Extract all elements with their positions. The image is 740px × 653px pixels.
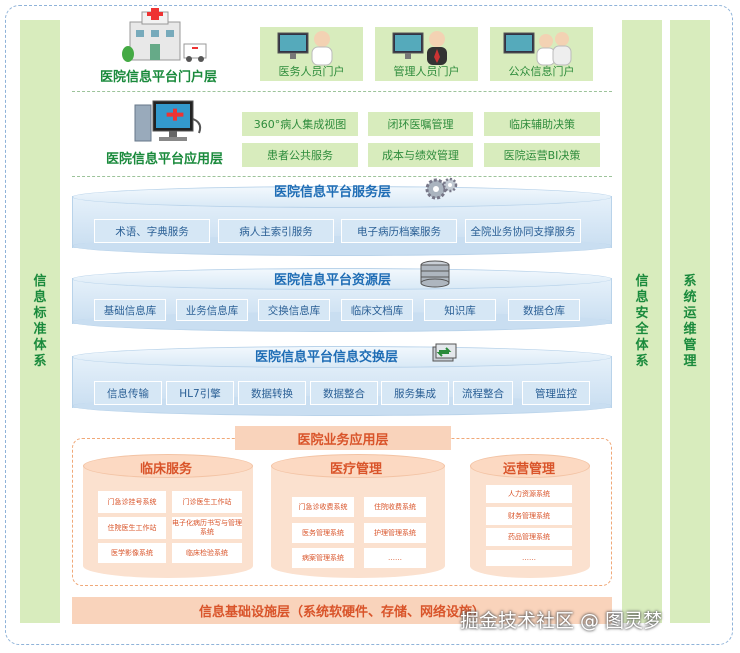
app-item-order-management: 闭环医嘱管理 (368, 112, 473, 136)
medical-item-nursing: 护理管理系统 (364, 523, 426, 543)
app-item-clinical-decision: 临床辅助决策 (484, 112, 600, 136)
service-layer-title: 医院信息平台服务层 (274, 185, 392, 200)
business-layer-title: 医院业务应用层 (235, 426, 451, 450)
resource-item-clinical-docs: 临床文档库 (341, 299, 413, 321)
service-item-patient-index: 病人主索引服务 (218, 219, 334, 243)
exchange-item-hl7-engine: HL7引擎 (166, 381, 234, 405)
security-label: 信息安全体系 (635, 273, 649, 369)
public-users-icon (503, 32, 572, 66)
medical-item-outpatient-billing: 门急诊收费系统 (292, 497, 354, 517)
clinical-item-emr-writing: 电子化病历书写与管理系统 (172, 517, 242, 539)
exchange-layer-title: 医院信息平台信息交换层 (255, 350, 399, 365)
hospital-icon (122, 8, 212, 64)
standards-label: 信息标准体系 (33, 273, 47, 369)
portal-label-public: 公众信息门户 (508, 65, 575, 78)
service-item-collaboration: 全院业务协同支撑服务 (465, 219, 581, 243)
app-item-bi-decision: 医院运营BI决策 (484, 143, 600, 167)
resource-item-business-info: 业务信息库 (176, 299, 248, 321)
separator-app-service (72, 176, 612, 177)
clinical-item-registration: 门急诊挂号系统 (98, 491, 166, 513)
portal-layer-title: 医院信息平台门户层 (100, 70, 218, 85)
separator-portal-app (72, 91, 612, 92)
infrastructure-layer: 信息基础设施层（系统软硬件、存储、网络设施） (72, 597, 612, 624)
clinical-item-lab: 临床检验系统 (172, 543, 242, 563)
ops-item-more: …… (486, 550, 572, 566)
service-item-terminology: 术语、字典服务 (94, 219, 210, 243)
manager-icon (392, 31, 447, 65)
exchange-item-data-conversion: 数据转换 (238, 381, 306, 405)
resource-item-exchange-info: 交换信息库 (258, 299, 330, 321)
ops-column: 系统运维管理 (670, 20, 710, 623)
portal-card-medical-staff: 医务人员门户 (260, 27, 363, 81)
app-item-cost-performance: 成本与绩效管理 (368, 143, 473, 167)
portal-label-medical-staff: 医务人员门户 (278, 65, 345, 78)
exchange-icon (430, 341, 458, 365)
exchange-item-transmission: 信息传输 (94, 381, 162, 405)
watermark: 掘金技术社区 @ 图灵梦 (460, 610, 663, 632)
clinical-services-title: 临床服务 (140, 462, 193, 477)
resource-item-data-warehouse: 数据仓库 (508, 299, 580, 321)
clinical-item-imaging: 医学影像系统 (98, 543, 166, 563)
clinical-item-inpatient-doctor: 住院医生工作站 (98, 517, 166, 539)
resource-item-knowledge-base: 知识库 (424, 299, 496, 321)
gears-icon (424, 176, 458, 202)
ops-label: 系统运维管理 (683, 273, 697, 369)
medical-item-inpatient-billing: 住院收费系统 (364, 497, 426, 517)
resource-layer-title: 医院信息平台资源层 (274, 273, 392, 288)
portal-card-management: 管理人员门户 (375, 27, 478, 81)
app-item-public-service: 患者公共服务 (242, 143, 358, 167)
exchange-item-service-integration: 服务集成 (381, 381, 449, 405)
medical-item-records: 病案管理系统 (292, 548, 354, 568)
outer-dashed-frame (5, 5, 733, 645)
computer-icon (133, 99, 205, 149)
security-column: 信息安全体系 (622, 20, 662, 623)
ops-item-hr: 人力资源系统 (486, 485, 572, 503)
medical-staff-icon (277, 31, 333, 66)
resource-item-base-info: 基础信息库 (94, 299, 166, 321)
standards-column: 信息标准体系 (20, 20, 60, 623)
portal-card-public: 公众信息门户 (490, 27, 593, 81)
clinical-item-outpatient-doctor: 门诊医生工作站 (172, 491, 242, 513)
exchange-item-process-integration: 流程整合 (453, 381, 513, 405)
app-item-patient-view: 360°病人集成视图 (242, 112, 358, 136)
portal-label-management: 管理人员门户 (393, 65, 460, 78)
medical-management-title: 医疗管理 (330, 462, 383, 477)
service-item-emr-archive: 电子病历档案服务 (341, 219, 457, 243)
ops-item-finance: 财务管理系统 (486, 507, 572, 525)
operations-management-title: 运营管理 (503, 462, 556, 477)
exchange-item-monitoring: 管理监控 (522, 381, 590, 405)
medical-item-more: …… (364, 548, 426, 568)
application-layer-title: 医院信息平台应用层 (106, 152, 224, 167)
ops-item-pharmacy: 药品管理系统 (486, 528, 572, 546)
exchange-item-data-integration: 数据整合 (310, 381, 378, 405)
database-icon (418, 260, 452, 288)
medical-item-affairs: 医务管理系统 (292, 523, 354, 543)
